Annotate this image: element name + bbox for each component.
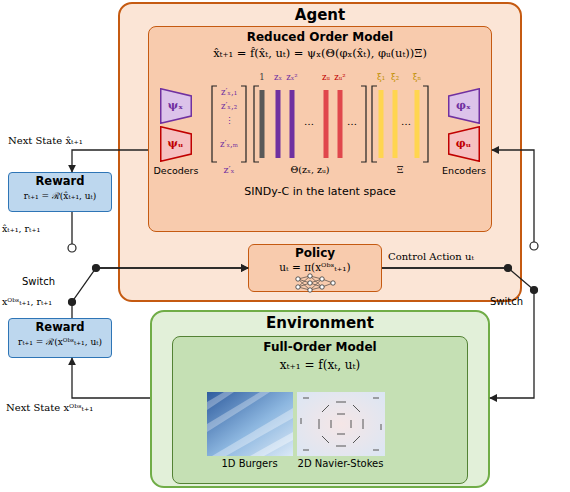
box-title: Environment xyxy=(152,314,488,332)
policy-box: Policyuₜ = π(xᴼᵇˢₜ₊₁) xyxy=(248,244,382,292)
neuron xyxy=(308,288,312,292)
trapezoid-shape xyxy=(160,88,191,123)
encoder-shape: φₓ xyxy=(448,88,480,124)
box-title: Full-Order Model xyxy=(173,340,467,354)
coefficient-column xyxy=(393,90,398,158)
burgers-field xyxy=(207,392,293,456)
burgers-picture xyxy=(207,392,293,456)
library-column xyxy=(324,90,329,158)
reduced-order-model-box: Reduced Order Model x̂ₜ₊₁ = f̂(x̂ₜ, uₜ) =… xyxy=(148,26,492,232)
equation-text: xₜ₊₁ = f(xₜ, uₜ) xyxy=(173,358,467,372)
image-caption: 1D Burgers xyxy=(221,458,277,470)
box-title: Policy xyxy=(249,246,381,260)
network-symbol: ψᵤ xyxy=(160,126,192,162)
bracket xyxy=(423,86,428,162)
burgers-streak xyxy=(212,408,293,456)
equation-text: rₜ₊₁ = ℛ(xᴼᵇˢₜ₊₁, uₜ) xyxy=(9,337,111,348)
neuron xyxy=(296,277,300,281)
full-order-model-box: Full-Order Model xₜ₊₁ = f(xₜ, uₜ) 1D Burge… xyxy=(172,336,468,484)
box-title: Reduced Order Model xyxy=(149,30,491,44)
neuron xyxy=(308,281,312,285)
edge-label: x̂ₜ₊₁, rₜ₊₁ xyxy=(2,224,40,235)
bracket xyxy=(254,86,259,162)
switch-label: Switch xyxy=(22,276,55,288)
trapezoid-shape xyxy=(448,88,479,123)
edge-label: xᴼᵇˢₜ₊₁, rₜ₊₁ xyxy=(2,297,52,308)
neuron xyxy=(296,285,300,289)
equation-text: rₜ₊₁ = ℛ(x̂ₜ₊₁, uₜ) xyxy=(9,191,111,202)
library-column xyxy=(338,90,343,158)
bracket xyxy=(212,86,217,162)
switch-pivot xyxy=(505,265,512,272)
neuron xyxy=(320,285,324,289)
bracket xyxy=(361,86,366,162)
library-column xyxy=(260,90,265,158)
switch-open-contact xyxy=(530,242,538,250)
box-title: Reward xyxy=(9,175,111,189)
velocity-vectors xyxy=(301,398,381,450)
flow-arrow xyxy=(72,358,150,398)
switch-closed-contact xyxy=(69,299,76,306)
simulation-image: 2D Navier-Stokes xyxy=(297,392,385,456)
box-title: Reward xyxy=(9,321,111,335)
neural-network-icon xyxy=(296,274,335,292)
switch-contacts xyxy=(68,242,538,306)
flow-arrow xyxy=(72,268,248,318)
edge-label: Next State xᴼᵇˢₜ₊₁ xyxy=(6,402,93,414)
network-links xyxy=(298,276,333,290)
decoder-shape: ψᵤ xyxy=(160,126,192,162)
reward-box: Reward rₜ₊₁ = ℛ(xᴼᵇˢₜ₊₁, uₜ) xyxy=(8,318,112,358)
equation-text: uₜ = π(xᴼᵇˢₜ₊₁) xyxy=(249,261,381,274)
switch-pivot xyxy=(93,265,100,272)
network-symbol: ψₓ xyxy=(160,88,192,124)
coefficient-column xyxy=(415,90,420,158)
trapezoid-shape xyxy=(160,126,191,161)
decoder-shape: ψₓ xyxy=(160,88,192,124)
neuron xyxy=(331,281,335,285)
neuron xyxy=(320,277,324,281)
navier-stokes-picture xyxy=(297,392,385,456)
connector-group xyxy=(72,150,534,398)
library-column xyxy=(276,90,281,158)
trapezoid-shape xyxy=(448,126,479,161)
network-neurons xyxy=(296,274,335,292)
bracket xyxy=(241,86,246,162)
flow-arrow xyxy=(382,150,534,268)
flow-arrow xyxy=(382,268,534,398)
image-caption: 2D Navier-Stokes xyxy=(298,458,384,470)
simulation-image: 1D Burgers xyxy=(207,392,293,456)
library-columns xyxy=(260,90,420,158)
reward-box: Reward rₜ₊₁ = ℛ(x̂ₜ₊₁, uₜ) xyxy=(8,172,112,212)
flow-arrow xyxy=(72,212,248,268)
environment-container: EnvironmentFull-Order Model xₜ₊₁ = f(xₜ, … xyxy=(150,310,490,488)
library-column xyxy=(290,90,295,158)
bracket xyxy=(372,86,377,162)
burgers-streak xyxy=(250,432,293,456)
network-symbol: φᵤ xyxy=(448,126,480,162)
coefficient-column xyxy=(379,90,384,158)
switch-closed-contact xyxy=(531,287,538,294)
matrix-brackets xyxy=(212,86,428,162)
equation-text: x̂ₜ₊₁ = f̂(x̂ₜ, uₜ) = ψₓ(Θ(φₓ(x̂ₜ), φᵤ(u… xyxy=(149,47,491,61)
agent-container: AgentReduced Order Model x̂ₜ₊₁ = f̂(x̂ₜ, … xyxy=(118,2,522,302)
box-title: Agent xyxy=(120,6,520,24)
network-symbol: φₓ xyxy=(448,88,480,124)
edge-label: Next State x̂ₜ₊₁ xyxy=(8,135,83,147)
encoder-shape: φᵤ xyxy=(448,126,480,162)
switch-open-contact xyxy=(68,244,76,252)
burgers-streak xyxy=(207,392,270,432)
navier-stokes-field xyxy=(297,392,385,456)
flow-arrow xyxy=(72,150,148,172)
burgers-streak xyxy=(207,392,234,410)
neuron xyxy=(308,274,312,278)
